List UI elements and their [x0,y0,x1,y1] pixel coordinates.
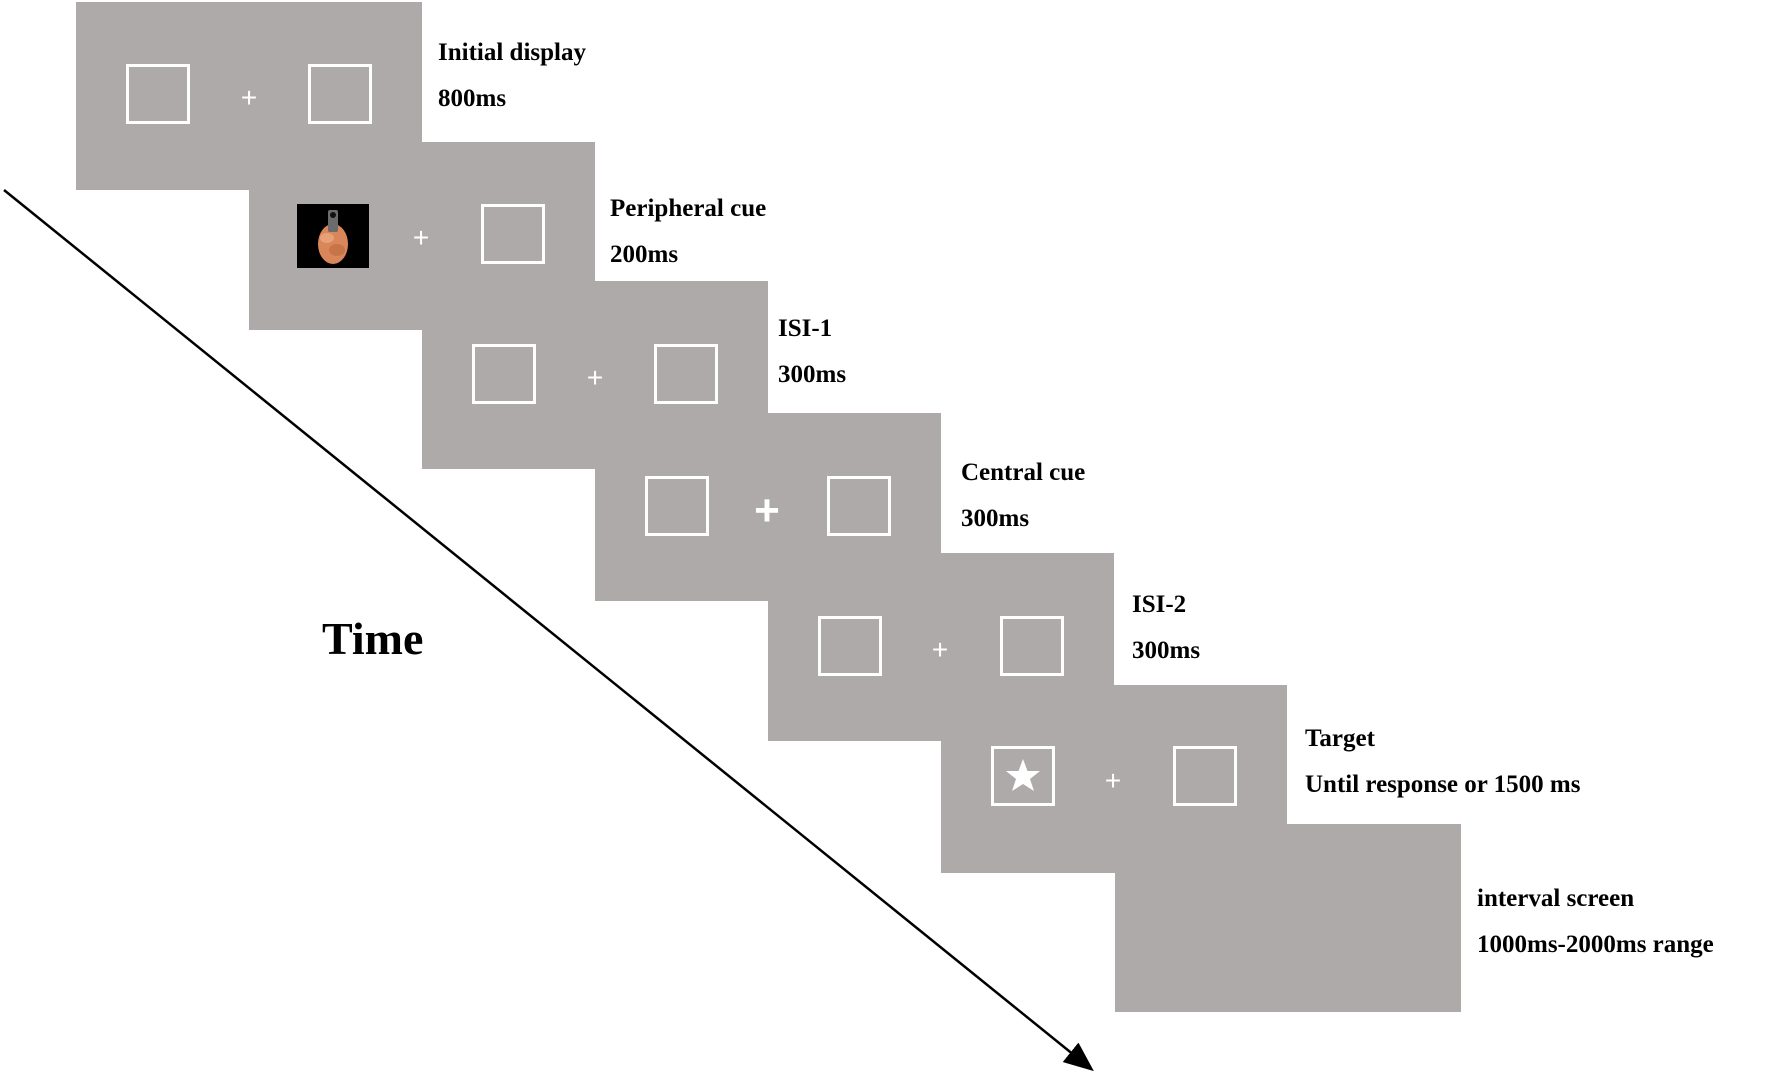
step-isi-1-duration: 300ms [778,361,847,388]
step-peripheral-cue-name: Peripheral cue [610,195,767,222]
right-placeholder-box [481,204,545,264]
step-isi-1-name: ISI-1 [778,315,833,342]
time-axis-label: Time [322,613,424,664]
fixation-plus-icon: + [586,362,604,393]
step-initial-display-name: Initial display [438,39,586,66]
star-icon [1006,759,1040,791]
step-central-cue-duration: 300ms [961,505,1030,532]
left-placeholder-box [645,476,709,536]
fixation-plus-icon: + [1104,765,1122,796]
step-interval-duration: 1000ms-2000ms range [1477,931,1714,958]
step-interval-name: interval screen [1477,885,1635,912]
right-placeholder-box [654,344,718,404]
right-placeholder-box [308,64,372,124]
step-central-cue-name: Central cue [961,459,1086,486]
central-cue-plus-icon: + [754,486,780,535]
fixation-plus-icon: + [240,82,258,113]
screen-interval [1115,824,1461,1012]
step-isi-2-duration: 300ms [1132,637,1201,664]
step-target-duration: Until response or 1500 ms [1305,771,1581,798]
fixation-plus-icon: + [931,634,949,665]
left-placeholder-box [472,344,536,404]
left-placeholder-box [818,616,882,676]
fixation-plus-icon: + [412,222,430,253]
right-placeholder-box [1000,616,1064,676]
gun-image [297,204,369,268]
step-target-name: Target [1305,725,1375,752]
step-peripheral-cue-duration: 200ms [610,241,679,268]
step-initial-display-duration: 800ms [438,85,507,112]
target-box [991,746,1055,806]
right-placeholder-box [1173,746,1237,806]
left-placeholder-box [126,64,190,124]
step-isi-2-name: ISI-2 [1132,591,1187,618]
right-placeholder-box [827,476,891,536]
